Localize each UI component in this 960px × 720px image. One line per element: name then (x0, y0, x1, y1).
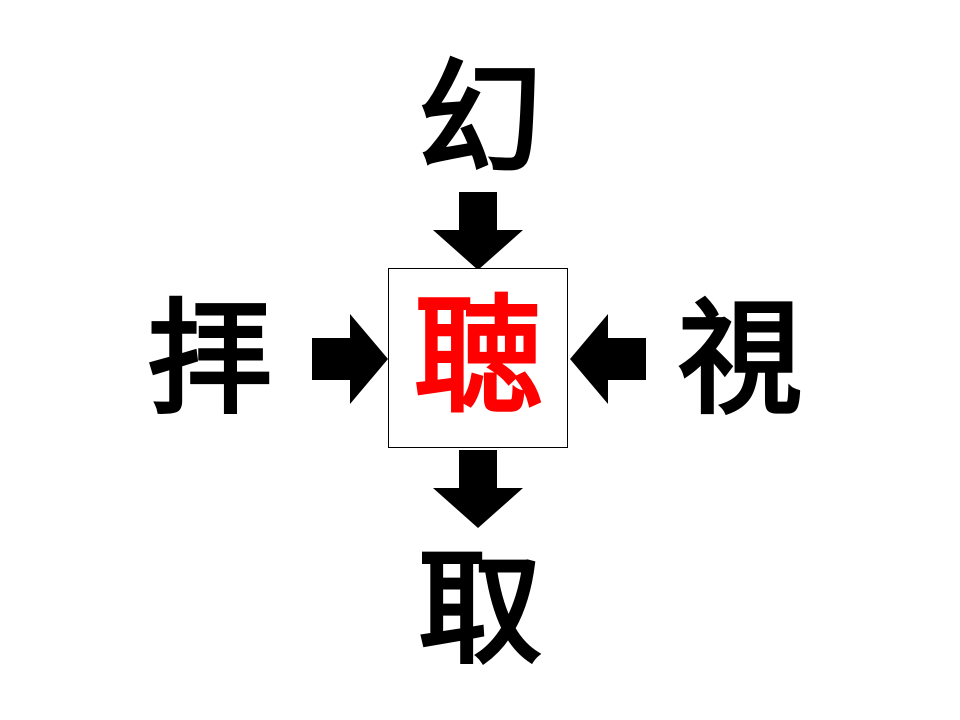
left-kanji: 拝 (147, 288, 272, 432)
arrow-right-icon (312, 314, 388, 404)
right-kanji: 視 (677, 288, 802, 432)
bottom-kanji: 取 (417, 538, 542, 682)
top-kanji: 幻 (417, 48, 542, 192)
answer-box: 聴 (388, 268, 568, 448)
arrow-down-icon (433, 450, 523, 528)
arrow-down-icon (433, 192, 523, 270)
answer-kanji: 聴 (413, 282, 542, 431)
arrow-left-icon (570, 314, 646, 404)
